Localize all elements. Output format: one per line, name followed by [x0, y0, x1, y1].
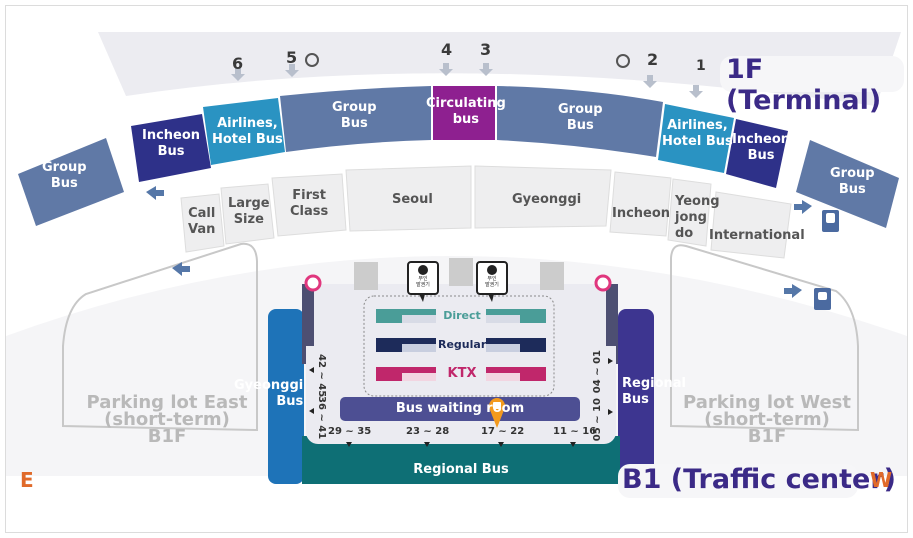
- gate-6: 6: [232, 54, 244, 73]
- group-bus-far-left-zone: [18, 138, 124, 226]
- compass-east: E: [20, 468, 34, 492]
- train-line-regular: Regular: [438, 338, 487, 351]
- train-lines: [376, 309, 546, 381]
- airlines-hotel-left-zone: [203, 98, 285, 165]
- gate-1: 1: [696, 58, 706, 74]
- escalators: [354, 258, 564, 290]
- taxi-stand-seoul: Seoul: [392, 192, 433, 207]
- taxi-stand-incheon: Incheon: [612, 206, 671, 221]
- train-line-ktx: KTX: [447, 366, 477, 381]
- regional-bus-side-zone: [618, 309, 654, 484]
- parking-east-label: Parking lot East (short-term) B1F: [86, 392, 248, 447]
- group-bus-mid-left-zone: [280, 86, 431, 152]
- taxi-stands: [180, 165, 792, 259]
- airlines-hotel-left-label: Airlines, Hotel Bus: [212, 116, 283, 147]
- ticket-machine-label-right: 무인 발권기: [485, 276, 499, 288]
- regional-bus-bottom-label: Regional Bus: [413, 462, 509, 477]
- circulating-bus-zone: [433, 86, 495, 140]
- stand-11-16: 11 ~ 16: [553, 426, 597, 437]
- gate-5: 5: [286, 48, 298, 67]
- ticket-machine-label-left: 무인 발권기: [416, 276, 430, 288]
- taxi-stand-large-size: Large Size: [228, 196, 270, 227]
- stand-23-28: 23 ~ 28: [406, 426, 450, 437]
- pink-marker-left: [304, 274, 322, 292]
- taxi-stand-international: International: [709, 228, 805, 243]
- incheon-bus-right-label: Incheon Bus: [732, 132, 791, 163]
- parking-west-label: Parking lot West (short-term) B1F: [683, 392, 851, 447]
- ticket-machine-icons: [407, 261, 508, 302]
- terminal-band: [98, 32, 901, 106]
- gate-4: 4: [441, 40, 453, 59]
- parking-east-outline: [62, 242, 258, 432]
- group-bus-mid-right-label: Group Bus: [558, 102, 603, 133]
- direction-arrows: [146, 186, 812, 298]
- compass-west: W: [870, 468, 893, 492]
- gyeonggi-bus-zone: [268, 309, 304, 484]
- stand-29-35: 29 ~ 35: [328, 426, 372, 437]
- incheon-bus-left-label: Incheon Bus: [142, 128, 201, 159]
- gate-2: 2: [647, 50, 659, 69]
- airlines-hotel-right-label: Airlines, Hotel Bus: [662, 118, 733, 149]
- group-bus-mid-left-label: Group Bus: [332, 100, 377, 131]
- regional-bus-side-label: Regional Bus: [622, 376, 687, 407]
- taxi-sign-icon: [814, 288, 831, 310]
- info-icons: [305, 53, 630, 68]
- stand-04-01: 04 ~ 01: [592, 350, 603, 394]
- incheon-bus-left-zone: [131, 114, 211, 182]
- taxi-stand-yeongjongdo: Yeong jong do: [675, 194, 720, 241]
- floor-b1-title: B1 (Traffic center): [622, 464, 897, 495]
- gyeonggi-bus-label: Gyeonggi Bus: [234, 378, 304, 409]
- pink-marker-right: [594, 274, 612, 292]
- group-bus-far-right-zone: [796, 140, 899, 228]
- group-bus-far-left-label: Group Bus: [42, 160, 87, 191]
- stand-triangles: [309, 358, 613, 447]
- map-frame: 6 5 4 3 2 1 1F (Terminal) Group Bus Inch…: [5, 5, 908, 533]
- gate-arrows: [231, 63, 703, 98]
- floor-1f-title: 1F (Terminal): [726, 54, 882, 116]
- taxi-stand-first-class: First Class: [290, 188, 329, 219]
- bus-sign-icon: [822, 210, 839, 232]
- group-bus-mid-right-zone: [497, 86, 663, 157]
- bus-waiting-room-label: Bus waiting room: [395, 401, 525, 416]
- incheon-bus-right-zone: [726, 119, 788, 188]
- stand-36-41: 36 ~ 41: [316, 396, 327, 440]
- gate-3: 3: [480, 40, 492, 59]
- stand-05-10: 05 ~ 10: [592, 398, 603, 442]
- group-bus-far-right-label: Group Bus: [830, 166, 875, 197]
- circulating-bus-label: Circulating bus: [426, 96, 506, 127]
- train-line-direct: Direct: [443, 309, 481, 322]
- stand-17-22: 17 ~ 22: [481, 426, 525, 437]
- taxi-stand-gyeonggi: Gyeonggi: [512, 192, 582, 207]
- stand-42-45: 42 ~ 45: [316, 354, 327, 398]
- taxi-stand-call-van: Call Van: [188, 206, 216, 237]
- airlines-hotel-right-zone: [658, 104, 734, 173]
- map-graphics: [6, 32, 907, 498]
- location-pin-icon: [489, 398, 505, 428]
- bus-waiting-room-bar: [340, 397, 580, 421]
- train-area: [363, 295, 555, 397]
- parking-west-outline: [670, 244, 859, 432]
